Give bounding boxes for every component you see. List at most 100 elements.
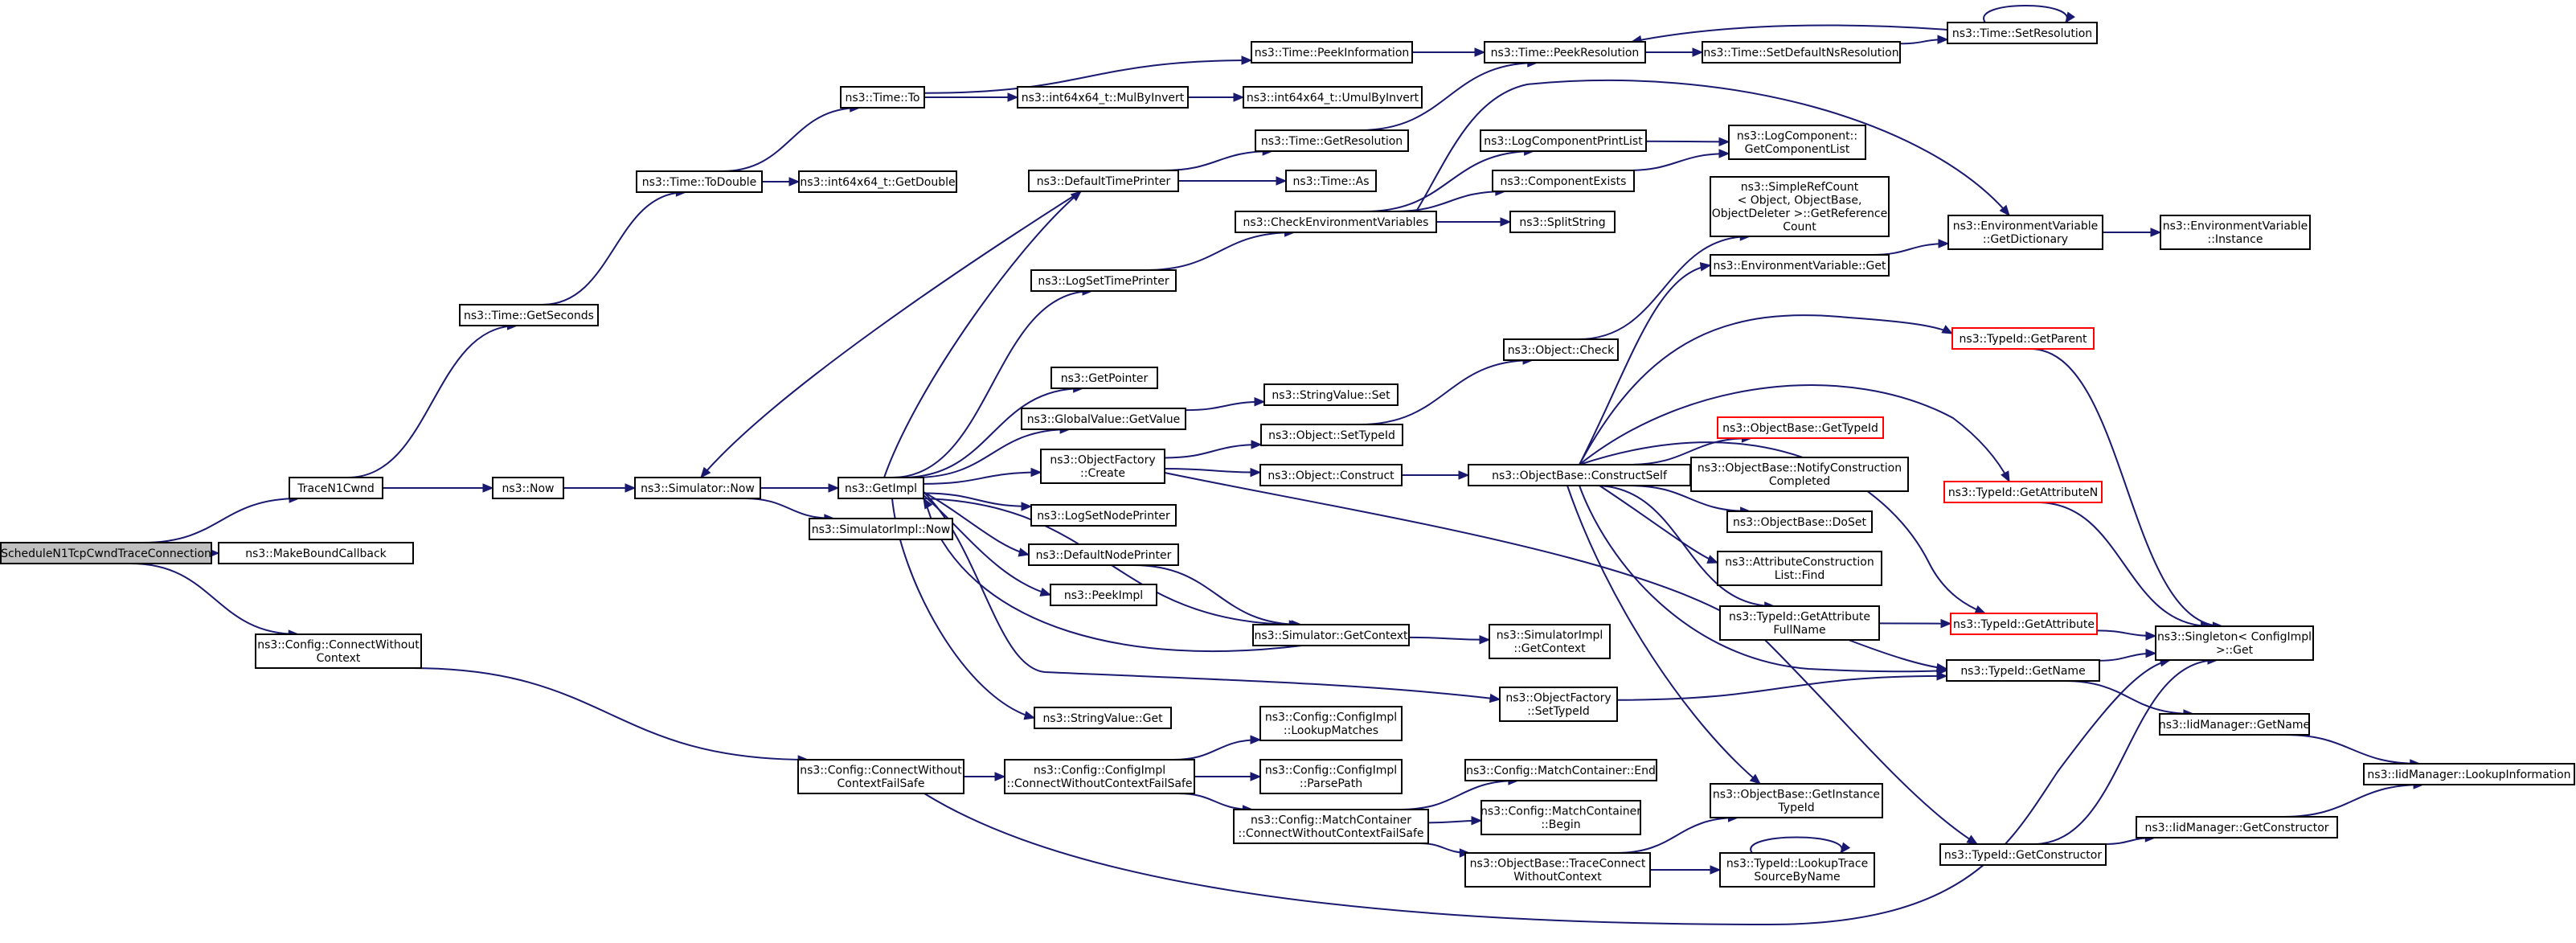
node-box (1950, 613, 2098, 635)
node-box (1710, 176, 1890, 237)
function-node-getdouble[interactable]: ns3::int64x64_t::GetDouble (798, 170, 957, 193)
function-node-singletonget[interactable]: ns3::Singleton< ConfigImpl>::Get (2155, 625, 2314, 661)
node-label-line: ns3::IidManager::GetName (2159, 719, 2310, 732)
function-node-envgetdict[interactable]: ns3::EnvironmentVariable::GetDictionary (1947, 215, 2103, 250)
function-node-simplerefcount[interactable]: ns3::SimpleRefCount< Object, ObjectBase,… (1710, 176, 1890, 237)
function-node-simimplnow[interactable]: ns3::SimulatorImpl::Now (809, 518, 953, 540)
function-node-matchcontconn[interactable]: ns3::Config::MatchContainer::ConnectWith… (1233, 809, 1429, 844)
node-label-line: ::Begin (1541, 818, 1580, 831)
function-node-logcompprint[interactable]: ns3::LogComponentPrintList (1480, 129, 1647, 152)
function-node-envget[interactable]: ns3::EnvironmentVariable::Get (1710, 254, 1890, 277)
function-node-objsettypeid[interactable]: ns3::Object::SetTypeId (1260, 424, 1403, 446)
function-node-matchcontbegin[interactable]: ns3::Config::MatchContainer::Begin (1480, 800, 1641, 835)
call-edge-logsettimeprinter-to-checkenv (1145, 232, 1295, 271)
function-node-peekinfo[interactable]: ns3::Time::PeekInformation (1251, 41, 1413, 64)
node-box (2159, 713, 2310, 736)
function-node-todouble[interactable]: ns3::Time::ToDouble (636, 170, 763, 193)
node-box (1004, 759, 1195, 794)
function-node-objfactcreate[interactable]: ns3::ObjectFactory::Create (1040, 449, 1165, 484)
node-label-line: ::Instance (2208, 233, 2263, 246)
function-node-getcomplist[interactable]: ns3::LogComponent::GetComponentList (1728, 125, 1866, 160)
function-node-doset[interactable]: ns3::ObjectBase::DoSet (1726, 510, 1873, 533)
function-node-iidlookup[interactable]: ns3::IidManager::LookupInformation (2363, 763, 2575, 785)
call-edge-checkenv-to-envgetdict (1415, 80, 2010, 216)
function-node-lookupmatches[interactable]: ns3::Config::ConfigImpl::LookupMatches (1259, 706, 1403, 741)
function-node-stringset[interactable]: ns3::StringValue::Set (1263, 383, 1399, 406)
function-node-logsetnodeprinter[interactable]: ns3::LogSetNodePrinter (1030, 504, 1177, 527)
function-node-makebound[interactable]: ns3::MakeBoundCallback (218, 542, 414, 564)
node-label-line: ns3::TypeId::GetAttribute (1729, 611, 1870, 624)
function-node-typeidgetparent[interactable]: ns3::TypeId::GetParent (1951, 327, 2095, 350)
function-node-getres[interactable]: ns3::Time::GetResolution (1255, 129, 1409, 152)
function-node-checkenv[interactable]: ns3::CheckEnvironmentVariables (1235, 211, 1437, 233)
function-node-cfgconnfailsafe[interactable]: ns3::Config::ConnectWithoutContextFailSa… (797, 759, 964, 794)
function-node-objfactsettypeid[interactable]: ns3::ObjectFactory::SetTypeId (1499, 687, 1618, 722)
function-node-envinstance[interactable]: ns3::EnvironmentVariable::Instance (2160, 215, 2311, 250)
call-edge-checkenv-to-logcompprint (1365, 150, 1534, 212)
function-node-notifyconstr[interactable]: ns3::ObjectBase::NotifyConstructionCompl… (1690, 457, 1909, 492)
arrowhead-envgetdict (1938, 239, 1950, 248)
node-label-line: ns3::Object::Check (1508, 344, 1615, 357)
function-node-deftimeprinter[interactable]: ns3::DefaultTimePrinter (1028, 170, 1179, 192)
function-node-iidgetconstructor[interactable]: ns3::IidManager::GetConstructor (2136, 816, 2338, 838)
function-node-peekimpl[interactable]: ns3::PeekImpl (1050, 584, 1157, 606)
function-node-getattribute[interactable]: ns3::TypeId::GetAttribute (1950, 613, 2098, 635)
node-box (1690, 457, 1909, 492)
function-node-typeidgetconstructor[interactable]: ns3::TypeId::GetConstructor (1939, 843, 2107, 866)
function-node-globalget[interactable]: ns3::GlobalValue::GetValue (1021, 408, 1186, 430)
function-node-objconstruct[interactable]: ns3::Object::Construct (1259, 464, 1403, 486)
function-node-defnodeprinter[interactable]: ns3::DefaultNodePrinter (1028, 543, 1179, 566)
function-node-timeto[interactable]: ns3::Time::To (840, 86, 925, 109)
node-box (1259, 706, 1403, 741)
function-node-constructself[interactable]: ns3::ObjectBase::ConstructSelf (1468, 464, 1691, 486)
node-label-line: ::SetTypeId (1527, 705, 1590, 718)
function-node-simnow[interactable]: ns3::Simulator::Now (634, 477, 761, 499)
function-node-getattrn[interactable]: ns3::TypeId::GetAttributeN (1943, 481, 2103, 503)
call-edge-logcompprint-to-getcomplist (1645, 140, 1730, 143)
function-node-umulbyinv[interactable]: ns3::int64x64_t::UmulByInvert (1243, 86, 1423, 109)
function-node-peekres[interactable]: ns3::Time::PeekResolution (1484, 41, 1646, 64)
function-node-objcheck[interactable]: ns3::Object::Check (1503, 338, 1619, 361)
arrowhead-getimpl (828, 483, 840, 493)
function-node-root[interactable]: ScheduleN1TcpCwndTraceConnection (0, 542, 212, 564)
function-node-simgetcontext[interactable]: ns3::Simulator::GetContext (1252, 624, 1410, 646)
function-node-getpointer[interactable]: ns3::GetPointer (1050, 367, 1158, 389)
function-node-objbasegettypeid[interactable]: ns3::ObjectBase::GetTypeId (1717, 416, 1884, 439)
node-label-line: ns3::DefaultTimePrinter (1037, 175, 1171, 188)
node-label-line: ns3::StringValue::Get (1042, 712, 1163, 725)
function-node-timeas[interactable]: ns3::Time::As (1285, 170, 1377, 192)
function-node-tracen1[interactable]: TraceN1Cwnd (289, 477, 383, 499)
function-node-compexists[interactable]: ns3::ComponentExists (1492, 170, 1635, 192)
node-box (1489, 624, 1611, 659)
node-label-line: ::GetDictionary (1983, 233, 2068, 246)
function-node-getimpl[interactable]: ns3::GetImpl (838, 477, 924, 499)
function-node-typeidgetname[interactable]: ns3::TypeId::GetName (1946, 659, 2100, 682)
node-box (1503, 338, 1619, 361)
function-node-splitstring[interactable]: ns3::SplitString (1509, 211, 1616, 233)
node-box (1259, 759, 1403, 794)
function-node-getseconds[interactable]: ns3::Time::GetSeconds (459, 304, 599, 326)
function-node-simimplgetcontext[interactable]: ns3::SimulatorImpl::GetContext (1489, 624, 1611, 659)
function-node-matchcontend[interactable]: ns3::Config::MatchContainer::End (1464, 759, 1657, 781)
function-node-setres[interactable]: ns3::Time::SetResolution (1947, 22, 2098, 44)
function-node-iidgetname[interactable]: ns3::IidManager::GetName (2159, 713, 2310, 736)
function-node-setdefres[interactable]: ns3::Time::SetDefaultNsResolution (1702, 41, 1901, 64)
node-box (1509, 211, 1616, 233)
arrowhead-setres (2065, 11, 2075, 24)
function-node-now[interactable]: ns3::Now (492, 477, 564, 499)
node-label-line: ::Create (1080, 467, 1125, 480)
function-node-logsettimeprinter[interactable]: ns3::LogSetTimePrinter (1030, 269, 1177, 292)
function-node-cfgconn[interactable]: ns3::Config::ConnectWithoutContext (255, 633, 422, 669)
function-node-mulbyinv[interactable]: ns3::int64x64_t::MulByInvert (1017, 86, 1189, 109)
function-node-traceconnect[interactable]: ns3::ObjectBase::TraceConnectWithoutCont… (1464, 852, 1651, 888)
function-node-cfgimplconn[interactable]: ns3::Config::ConfigImpl::ConnectWithoutC… (1004, 759, 1195, 794)
function-node-stringget[interactable]: ns3::StringValue::Get (1034, 707, 1172, 729)
function-node-parsepath[interactable]: ns3::Config::ConfigImpl::ParsePath (1259, 759, 1403, 794)
node-label-line: WithoutContext (1513, 871, 1602, 884)
call-edge-constructself-to-objbasegettypeid (1628, 437, 1752, 465)
node-label-line: ns3::Time::GetSeconds (464, 310, 594, 322)
